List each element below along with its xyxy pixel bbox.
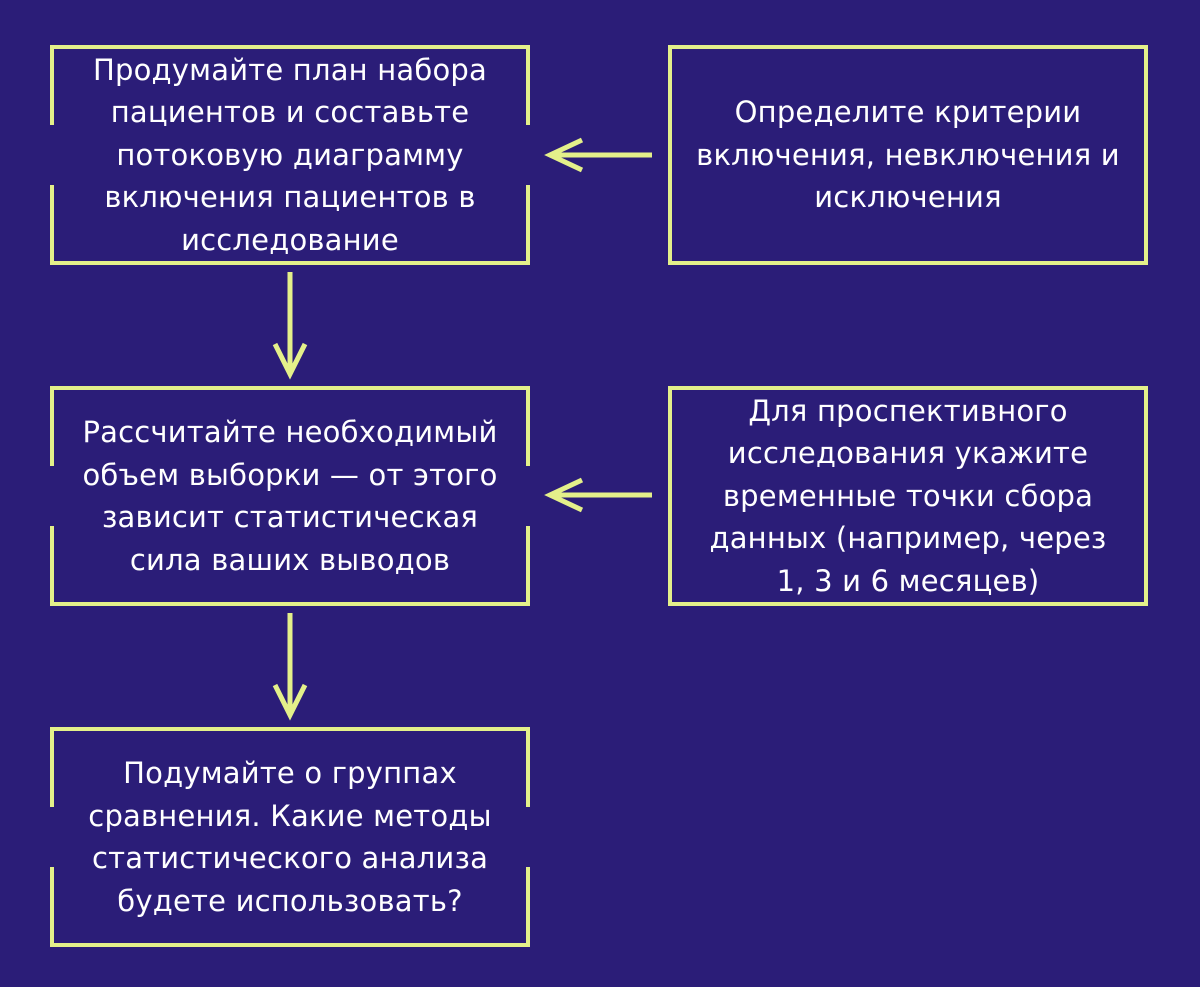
recruitment-plan-box: Продумайте план набора пациентов и соста… xyxy=(46,45,534,265)
criteria-text: Определите критерии включения, невключен… xyxy=(696,95,1120,215)
time-points-text: Для проспективного исследования укажите … xyxy=(709,393,1107,598)
sample-size-box: Рассчитайте необходимый объем выборки — … xyxy=(46,386,534,606)
time-points-box: Для проспективного исследования укажите … xyxy=(668,386,1148,606)
comparison-groups-text: Подумайте о группах сравнения. Какие мет… xyxy=(88,756,492,918)
arrow-criteria-to-plan xyxy=(544,137,652,173)
criteria-box: Определите критерии включения, невключен… xyxy=(668,45,1148,265)
comparison-groups-box: Подумайте о группах сравнения. Какие мет… xyxy=(46,727,534,947)
arrow-plan-to-sample xyxy=(272,272,308,380)
arrow-sample-to-comparison xyxy=(272,613,308,721)
sample-size-text: Рассчитайте необходимый объем выборки — … xyxy=(82,415,498,577)
arrow-timepoints-to-sample xyxy=(544,477,652,513)
recruitment-plan-text: Продумайте план набора пациентов и соста… xyxy=(92,52,487,257)
